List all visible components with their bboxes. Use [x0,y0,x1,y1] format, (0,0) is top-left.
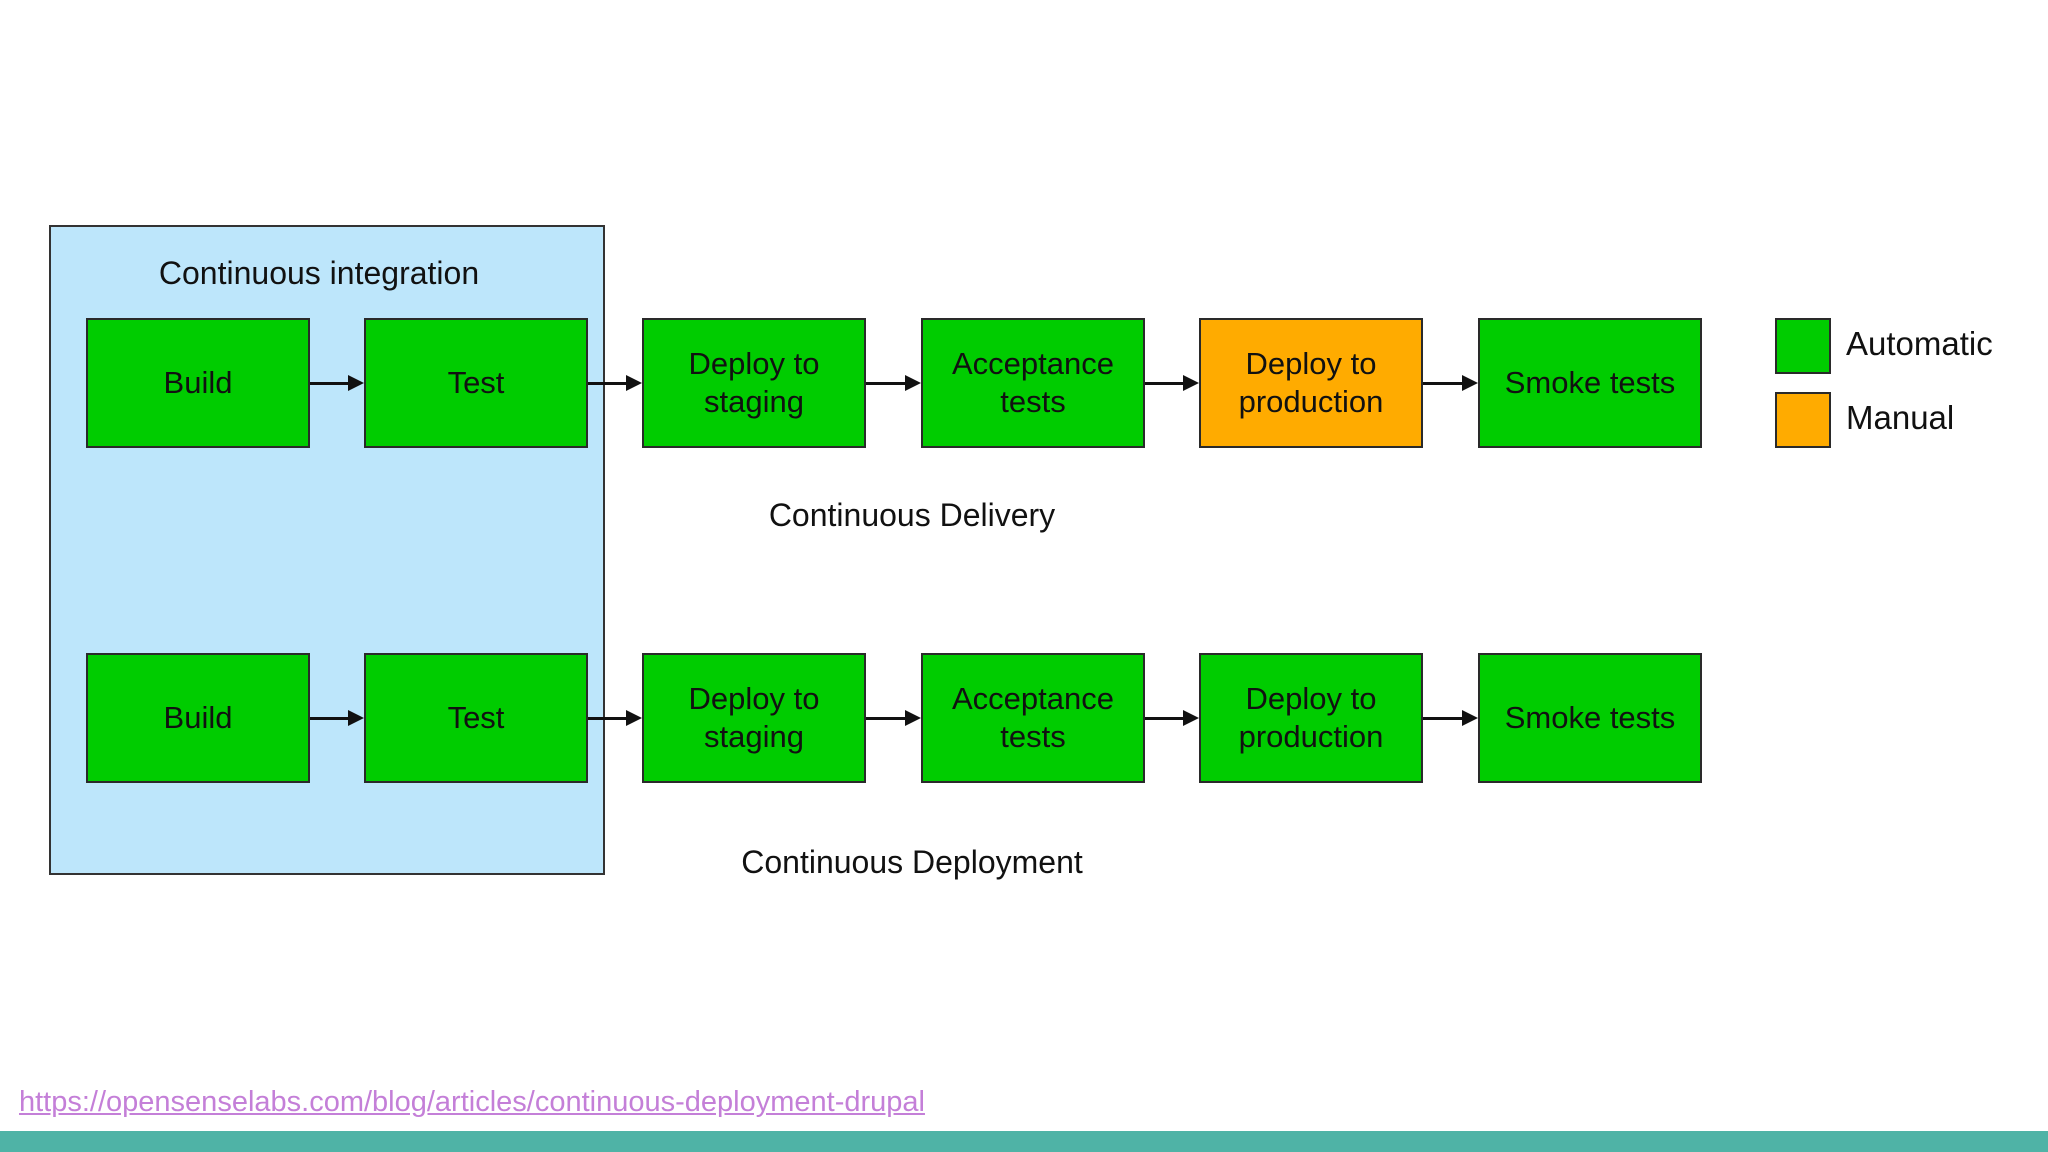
arrow-icon [1423,708,1478,728]
stage-deployment-test: Test [364,653,588,783]
stage-delivery-smoke-tests: Smoke tests [1478,318,1702,448]
stage-deployment-deploy-staging: Deploy to staging [642,653,866,783]
stage-delivery-deploy-production: Deploy to production [1199,318,1423,448]
stage-delivery-build: Build [86,318,310,448]
arrow-icon [310,373,364,393]
arrow-icon [1145,373,1199,393]
stage-deployment-deploy-production: Deploy to production [1199,653,1423,783]
arrow-icon [866,373,921,393]
arrow-icon [1423,373,1478,393]
stage-deployment-smoke-tests: Smoke tests [1478,653,1702,783]
stage-delivery-test: Test [364,318,588,448]
arrow-icon [310,708,364,728]
pipeline-label-deployment: Continuous Deployment [741,844,1083,880]
stage-delivery-deploy-staging: Deploy to staging [642,318,866,448]
legend-swatch-automatic [1775,318,1831,374]
source-link[interactable]: https://opensenselabs.com/blog/articles/… [19,1086,925,1118]
pipeline-label-delivery: Continuous Delivery [768,497,1056,533]
arrow-icon [1145,708,1199,728]
arrow-icon [866,708,921,728]
arrow-icon [588,373,642,393]
stage-delivery-acceptance-tests: Acceptance tests [921,318,1145,448]
footer-bar [0,1131,2048,1152]
legend-swatch-manual [1775,392,1831,448]
legend-label-manual: Manual [1846,399,1955,436]
arrow-icon [588,708,642,728]
ci-region-label: Continuous integration [158,255,480,291]
stage-deployment-build: Build [86,653,310,783]
stage-deployment-acceptance-tests: Acceptance tests [921,653,1145,783]
legend-label-automatic: Automatic [1846,325,1993,362]
